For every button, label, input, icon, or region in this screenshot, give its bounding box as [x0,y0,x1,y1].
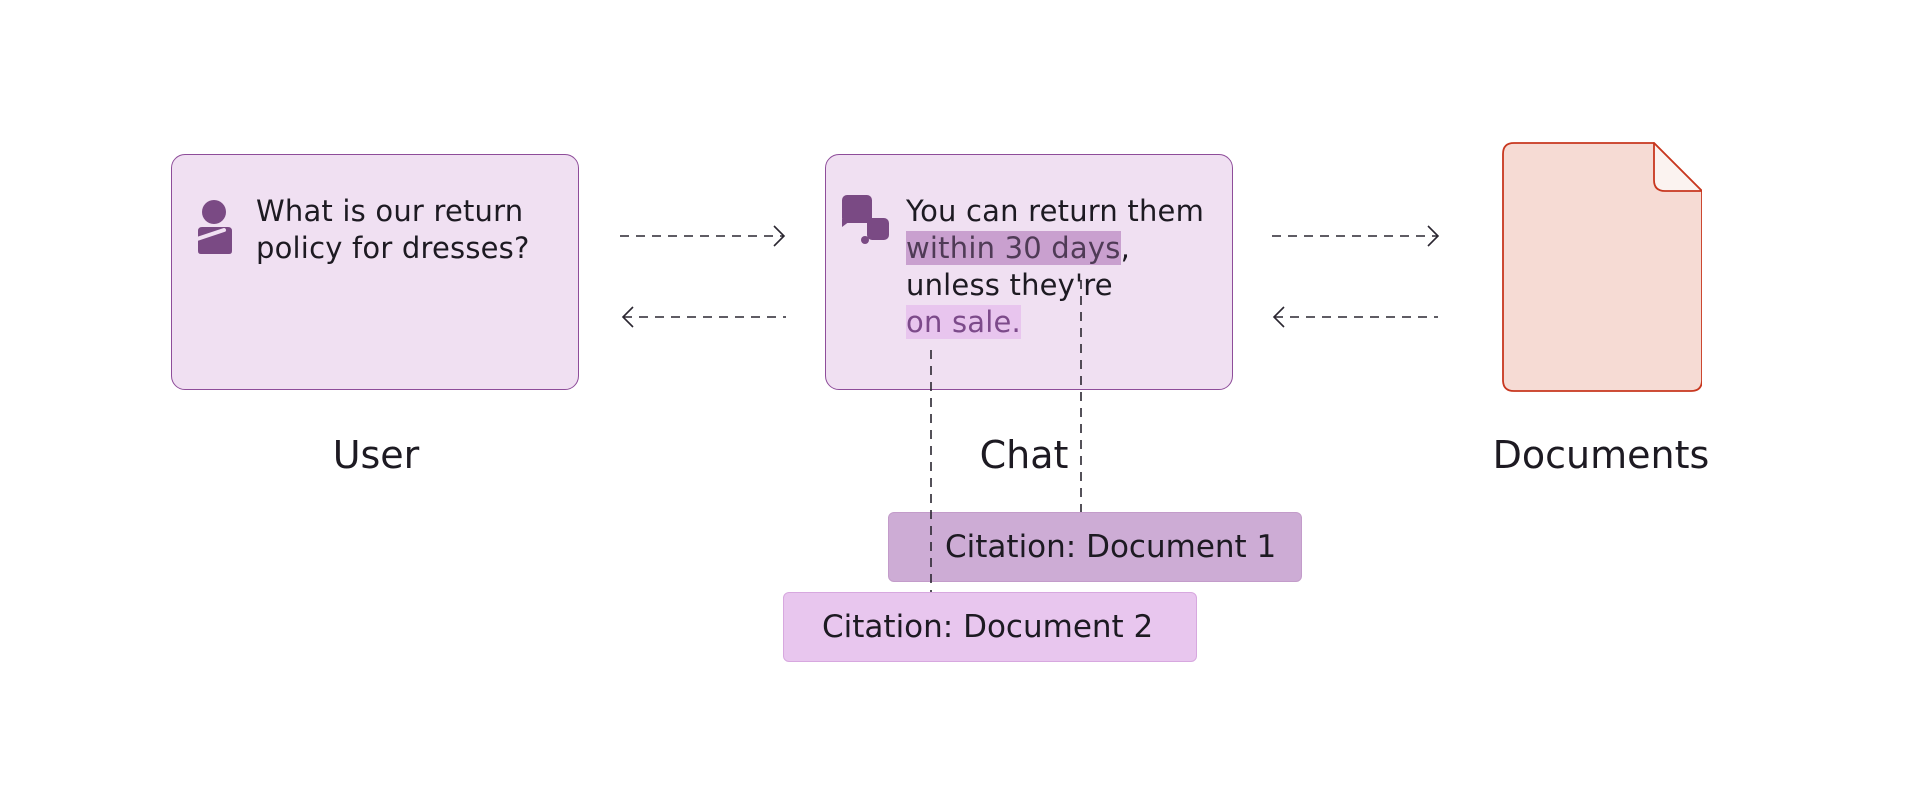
chat-label: Chat [979,433,1069,477]
citation-document-2[interactable]: Citation: Document 2 [783,592,1197,662]
chat-answer-line-4: on sale. [906,304,1204,341]
chat-answer-text: You can return them within 30 days, unle… [906,193,1204,341]
citation-document-1[interactable]: Citation: Document 1 [888,512,1302,582]
user-question-line-1: What is our return [256,194,524,228]
user-label: User [332,433,420,477]
user-message-card: What is our return policy for dresses? [171,154,579,390]
chat-response-card: You can return them within 30 days, unle… [825,154,1233,390]
comma: , [1120,231,1130,265]
chat-answer-line-1: You can return them [906,194,1205,228]
highlight-within-30-days[interactable]: within 30 days [906,231,1121,265]
chat-answer-line-3: unless they're [906,268,1113,302]
documents-label: Documents [1492,433,1710,477]
user-question-text: What is our return policy for dresses? [256,193,530,267]
arrowhead-chat-to-user [621,306,634,328]
arrowhead-docs-to-chat [1272,306,1285,328]
arrowhead-chat-to-docs [1427,225,1440,247]
chat-answer-line-2: within 30 days, [906,230,1204,267]
document-icon [1502,142,1702,392]
chat-bubbles-icon [842,195,889,244]
person-icon [192,200,232,254]
user-question-line-2: policy for dresses? [256,231,530,265]
arrowhead-user-to-chat [773,225,786,247]
highlight-on-sale[interactable]: on sale. [906,305,1021,339]
